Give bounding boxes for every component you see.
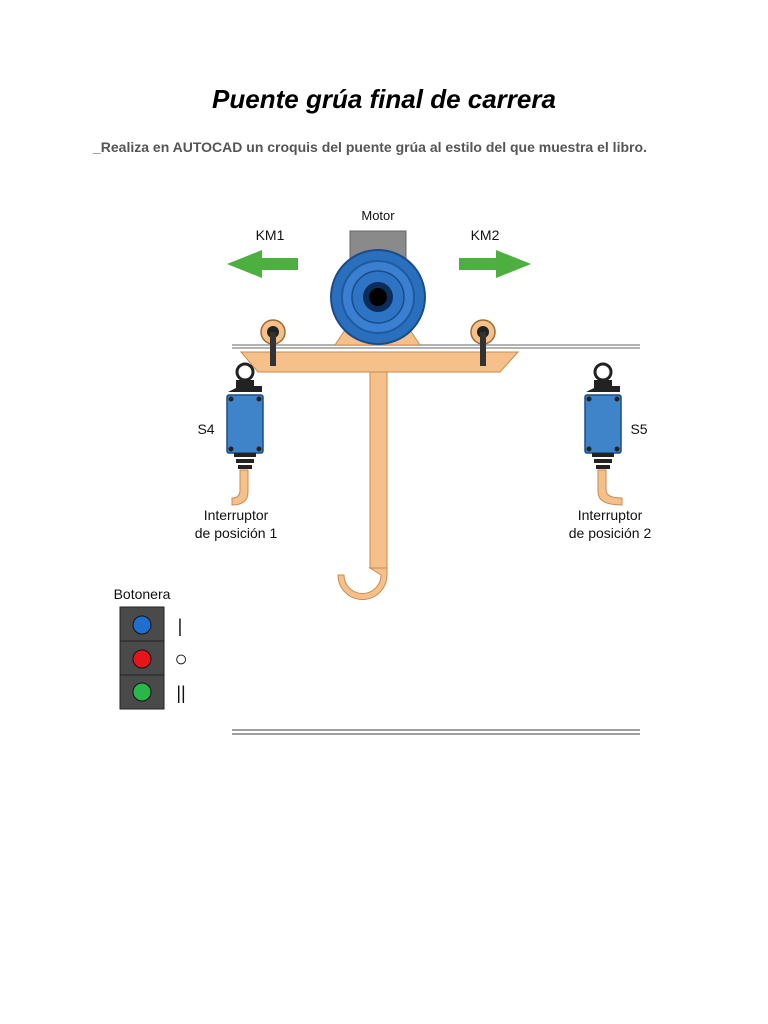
symbol-start: |: [178, 616, 183, 636]
roller-left: [260, 319, 286, 366]
page-title: Puente grúa final de carrera: [212, 84, 556, 114]
switch-2-caption-line2: de posición 2: [569, 525, 652, 541]
blue-button: [132, 615, 152, 635]
km2-label: KM2: [471, 227, 500, 243]
motor: [330, 230, 426, 346]
arrow-right-icon: [459, 250, 531, 278]
s5-label: S5: [630, 421, 647, 437]
red-button: [132, 649, 152, 669]
symbol-stop: ○: [174, 646, 187, 671]
limit-switch-s5: [584, 362, 623, 506]
s4-label: S4: [197, 421, 214, 437]
panel-label: Botonera: [114, 586, 171, 602]
bottom-rule: [232, 729, 640, 735]
symbol-start-2: ||: [176, 683, 185, 703]
rail: [232, 344, 640, 349]
roller-right: [470, 319, 496, 366]
instruction-text: _Realiza en AUTOCAD un croquis del puent…: [93, 139, 647, 155]
green-button: [132, 682, 152, 702]
km1-label: KM1: [256, 227, 285, 243]
motor-label: Motor: [361, 208, 395, 223]
switch-2-caption-line1: Interruptor: [578, 507, 643, 523]
arrow-left-icon: [227, 250, 298, 278]
crane-bridge: [239, 351, 520, 600]
switch-1-caption-line1: Interruptor: [204, 507, 269, 523]
limit-switch-s4: [226, 362, 264, 506]
switch-1-caption-line2: de posición 1: [195, 525, 278, 541]
